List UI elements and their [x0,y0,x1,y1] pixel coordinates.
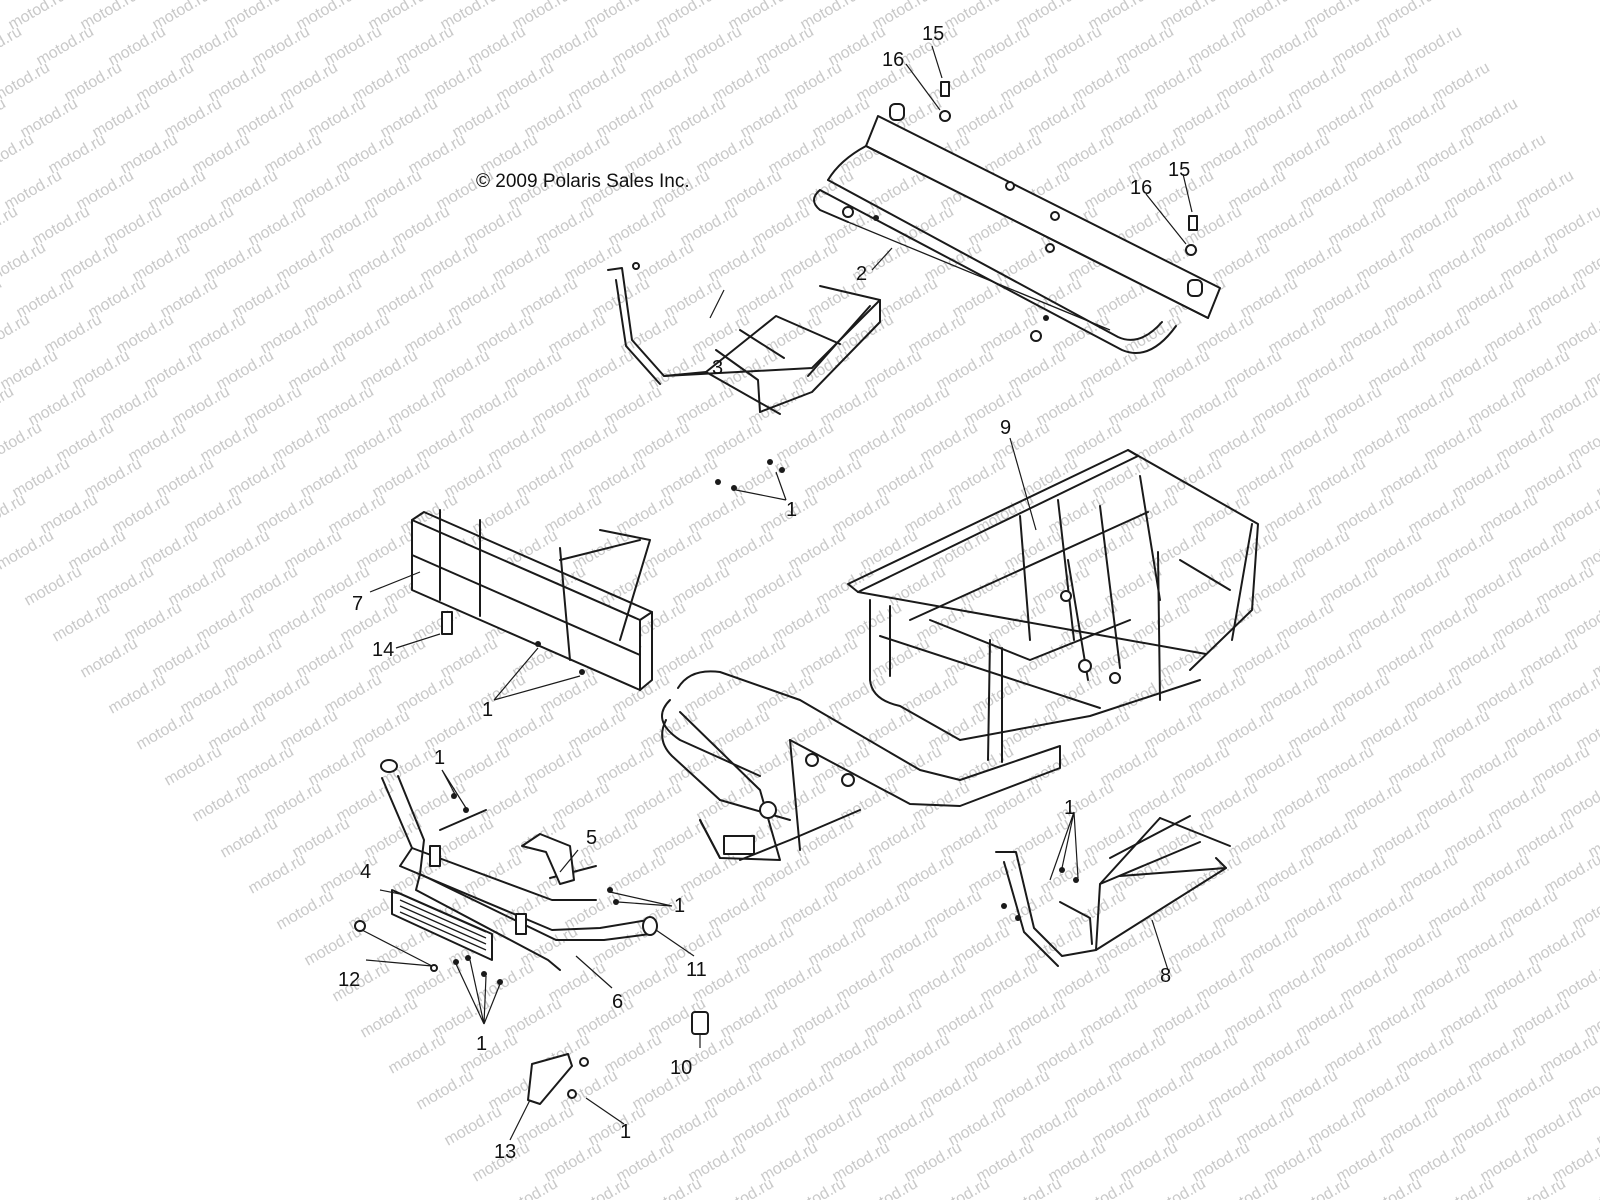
watermark: motod.ru [498,1175,561,1200]
part-9-main-frame [847,449,1259,763]
part-8-step-bracket [995,815,1231,967]
watermark: motod.ru [0,23,25,69]
watermark: motod.ru [642,1175,705,1200]
watermark: motod.ru [1218,1175,1281,1200]
part-9-lower-rail [661,670,1061,861]
callout-4: 4 [360,861,371,883]
callout-15-right: 15 [1168,159,1190,181]
watermark: motod.ru [1434,1175,1497,1200]
part-4-grille [391,889,493,961]
callout-6: 6 [612,991,623,1013]
part-6-front-bumper [380,759,658,971]
part-10-spacer [691,1011,709,1035]
watermark: motod.ru [0,275,5,321]
fasteners [451,793,1079,985]
callout-14: 14 [372,639,394,661]
watermark: motod.ru [274,887,337,933]
watermark: motod.ru [218,815,281,861]
watermark: motod.ru [106,671,169,717]
part-13-bracket [527,1053,589,1105]
watermark: motod.ru [0,239,49,285]
part-3-step-bracket [607,262,881,491]
watermark: motod.ru [930,1175,993,1200]
bolt-set-upper [939,81,1198,256]
watermark: motod.ru [714,1175,777,1200]
watermark: motod.ru [0,527,57,573]
callout-1-bumper: 1 [434,747,445,769]
watermark: motod.ru [1506,1175,1569,1200]
watermark: motod.ru [786,1175,849,1200]
callout-1-rear: 1 [1064,797,1075,819]
callout-7: 7 [352,593,363,615]
watermark: motod.ru [78,635,141,681]
watermark: motod.ru [0,491,29,537]
watermark: motod.ru [302,923,365,969]
watermark: motod.ru [0,203,21,249]
watermark: motod.ru [0,419,45,465]
watermark: motod.ru [1146,1175,1209,1200]
watermark: motod.ru [1002,1175,1065,1200]
watermark: motod.ru [50,599,113,645]
callout-1-front: 1 [482,699,493,721]
copyright-text: © 2009 Polaris Sales Inc. [476,171,690,192]
watermark: motod.ru [1362,1175,1425,1200]
watermark: motod.ru [162,743,225,789]
watermark: motod.ru [190,779,253,825]
callout-leaders [361,45,1193,1141]
watermark: motod.ru [0,95,9,141]
watermark: motod.ru [0,455,1,501]
watermark: motod.ru [1290,1175,1353,1200]
watermark: motod.ru [0,131,37,177]
watermark: motod.ru [386,1031,449,1077]
watermark: motod.ru [134,707,197,753]
watermark: motod.ru [0,311,33,357]
watermark: motod.ru [1074,1175,1137,1200]
callout-16-top: 16 [882,49,904,71]
callout-13: 13 [494,1141,516,1163]
callout-1-step: 1 [786,499,797,521]
watermark: motod.ru [246,851,309,897]
callout-3: 3 [712,357,723,379]
callout-9: 9 [1000,417,1011,439]
watermark: motod.ru [358,995,421,1041]
watermark: motod.ru [570,1175,633,1200]
callout-labels: 15 16 15 16 2 3 1 9 7 14 1 1 5 4 1 11 12… [338,23,1190,1163]
watermark: motod.ru [858,1175,921,1200]
watermark: motod.ru [414,1067,477,1113]
callout-1-bracket: 1 [620,1121,631,1143]
callout-2: 2 [856,263,867,285]
callout-5: 5 [586,827,597,849]
callout-12: 12 [338,969,360,991]
callout-8: 8 [1160,965,1171,987]
callout-15-top: 15 [922,23,944,45]
watermark: motod.ru [1578,1175,1600,1200]
watermark: motod.ru [22,563,85,609]
part-7-front-frame [411,509,653,691]
watermark: motod.ru [0,383,17,429]
callout-1-right: 1 [674,895,685,917]
callout-16-right: 16 [1130,177,1152,199]
part-2-rear-panel [813,103,1221,354]
part-12-nut [354,920,438,972]
callout-1-lower: 1 [476,1033,487,1055]
watermark: motod.ru [0,59,53,105]
callout-10: 10 [670,1057,692,1079]
callout-11: 11 [686,959,707,981]
